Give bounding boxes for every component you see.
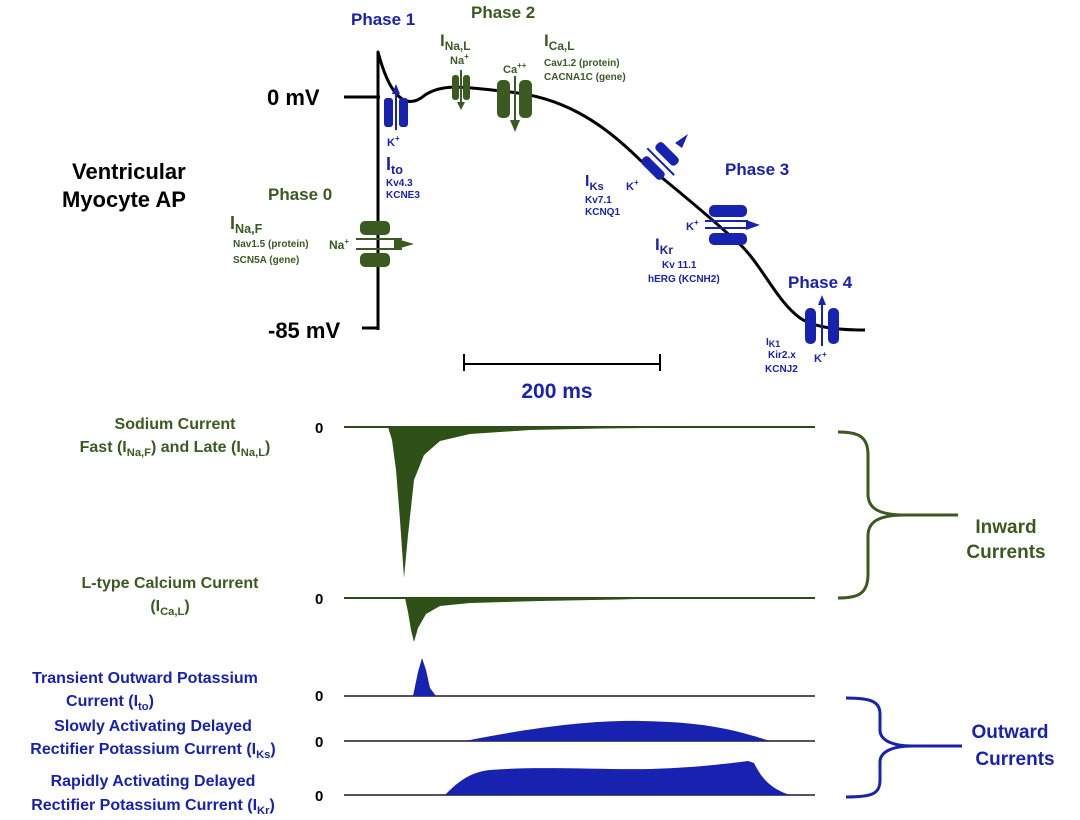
calcium-current-line1: L-type Calcium Current xyxy=(82,575,260,592)
scale-bar-label: 200 ms xyxy=(521,380,592,403)
sodium-current-line2: Fast (INa,F) and Late (INa,L) xyxy=(80,439,271,459)
phase-1-label: Phase 1 xyxy=(351,10,415,29)
sodium-zero-label: 0 xyxy=(315,420,323,437)
ina-l-channel-icon xyxy=(452,70,470,110)
ica-l-channel-icon xyxy=(497,76,532,132)
iks-current-line2: Rectifier Potassium Current (IKs) xyxy=(30,741,275,761)
inward-brace xyxy=(837,430,958,600)
ito-current-line1: Transient Outward Potassium xyxy=(32,670,258,687)
ina-f-channel-icon xyxy=(356,221,414,267)
ito-protein: Kv4.3 xyxy=(386,178,413,189)
ikr-gene: hERG (KCNH2) xyxy=(648,274,720,285)
ikr-current-line2: Rectifier Potassium Current (IKr) xyxy=(31,797,275,817)
phase-2-label: Phase 2 xyxy=(471,3,535,22)
iks-gene: KCNQ1 xyxy=(585,207,620,218)
ito-current-line2: Current (Ito) xyxy=(66,693,154,713)
action-potential-panel: 0 mV -85 mV Ventricular Myocyte AP 200 m… xyxy=(62,3,866,403)
title-line-1: Ventricular xyxy=(72,159,186,184)
ik1-channel-icon xyxy=(805,295,839,346)
ikr-protein: Kv 11.1 xyxy=(662,260,697,271)
ikr-ion: K+ xyxy=(686,218,699,233)
ito-ion: K+ xyxy=(387,134,400,149)
ica-l-gene: CACNA1C (gene) xyxy=(544,72,626,83)
ina-f-label: INa,F xyxy=(230,213,263,236)
scale-bar xyxy=(463,354,661,371)
ito-label: Ito xyxy=(386,154,403,177)
ito-zero-label: 0 xyxy=(315,688,323,705)
calcium-current-trace xyxy=(405,598,665,642)
iks-arrow-icon xyxy=(675,134,688,148)
ik1-gene: KCNJ2 xyxy=(765,364,798,375)
phase-3-label: Phase 3 xyxy=(725,160,789,179)
phase-0-label: Phase 0 xyxy=(268,185,332,204)
zero-mv-label: 0 mV xyxy=(267,85,320,110)
ito-gene: KCNE3 xyxy=(386,190,420,201)
iks-current-line1: Slowly Activating Delayed xyxy=(54,718,252,735)
ito-channel-icon xyxy=(384,84,408,130)
sodium-current-trace xyxy=(388,427,720,578)
ina-f-gene: SCN5A (gene) xyxy=(233,255,299,266)
ikr-label: IKr xyxy=(655,235,673,257)
outward-brace xyxy=(845,696,962,799)
ikr-current-trace xyxy=(445,761,790,795)
ik1-protein: Kir2.x xyxy=(768,350,796,361)
iks-channel-icon xyxy=(641,142,679,180)
iks-protein: Kv7.1 xyxy=(585,195,612,206)
iks-label: IKs xyxy=(585,173,604,193)
ina-l-ion: Na+ xyxy=(450,52,469,67)
calcium-zero-label: 0 xyxy=(315,591,323,608)
ica-l-label: ICa,L xyxy=(544,31,575,53)
ica-l-protein: Cav1.2 (protein) xyxy=(544,58,620,69)
outward-label-line2: Currents xyxy=(975,749,1054,770)
inward-label-line1: Inward xyxy=(975,517,1036,538)
ina-l-label: INa,L xyxy=(440,31,471,53)
ikr-zero-label: 0 xyxy=(315,788,323,805)
title-line-2: Myocyte AP xyxy=(62,187,186,212)
outward-label-line1: Outward xyxy=(971,722,1048,743)
ikr-channel-icon xyxy=(705,205,760,245)
iks-zero-label: 0 xyxy=(315,734,323,751)
current-traces-panel: Sodium Current Fast (INa,F) and Late (IN… xyxy=(30,416,1054,817)
iks-current-trace xyxy=(465,720,770,741)
ica-l-ion: Ca++ xyxy=(503,61,527,76)
phase-4-label: Phase 4 xyxy=(788,273,853,292)
calcium-current-line2: (ICa,L) xyxy=(150,598,189,618)
ina-f-protein: Nav1.5 (protein) xyxy=(233,239,309,250)
ap-trace xyxy=(376,50,866,332)
iks-ion: K+ xyxy=(626,178,639,193)
inward-label-line2: Currents xyxy=(966,542,1045,563)
ito-current-trace xyxy=(413,658,436,696)
ik1-label: IK1 xyxy=(766,337,780,349)
ik1-ion: K+ xyxy=(814,350,827,365)
rest-mv-label: -85 mV xyxy=(268,318,340,343)
ina-f-ion: Na+ xyxy=(329,237,349,252)
sodium-current-line1: Sodium Current xyxy=(115,416,237,433)
ikr-current-line1: Rapidly Activating Delayed xyxy=(51,773,256,790)
